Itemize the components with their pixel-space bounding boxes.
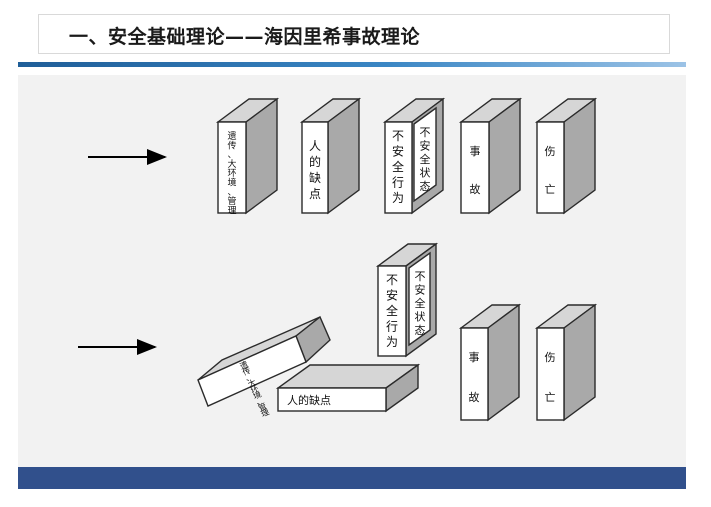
- domino-accident-bottom: [458, 303, 522, 422]
- fallen-domino-heredity: [197, 315, 331, 407]
- domino-personal-fault: [299, 97, 362, 215]
- svg-text:伤亡: 伤亡: [545, 351, 556, 404]
- label-injury-bottom: 伤亡: [545, 351, 556, 404]
- label-heredity: 遗传、大环境、管理: [227, 130, 236, 216]
- svg-text:遗传、大环境、管理: 遗传、大环境、管理: [238, 359, 271, 419]
- label-unsafe-act: 不安全行为: [392, 129, 404, 205]
- label-injury: 伤亡: [545, 145, 556, 196]
- svg-text:不安全状态: 不安全状态: [415, 270, 426, 337]
- svg-text:不安全状态: 不安全状态: [420, 126, 431, 193]
- svg-text:事故: 事故: [470, 145, 481, 196]
- title-box: 一、安全基础理论——海因里希事故理论: [38, 14, 670, 54]
- domino-heredity: [215, 97, 280, 215]
- label-accident-bottom: 事故: [469, 351, 480, 404]
- domino-unsafe-act-bottom: [375, 242, 439, 358]
- label-fallen-heredity: 遗传、大环境、管理: [238, 359, 271, 419]
- svg-text:事故: 事故: [469, 351, 480, 404]
- label-personal-fault: 人的缺点: [309, 139, 321, 201]
- label-unsafe-condition: 不安全状态: [420, 126, 431, 193]
- svg-text:不安全行为: 不安全行为: [392, 129, 404, 205]
- label-fallen-personal-fault: 人的缺点: [287, 393, 331, 407]
- slide-title: 一、安全基础理论——海因里希事故理论: [69, 26, 421, 48]
- domino-accident: [458, 97, 523, 215]
- domino-injury: [534, 97, 598, 215]
- svg-text:人的缺点: 人的缺点: [309, 139, 321, 201]
- domino-unsafe-act: [382, 97, 446, 215]
- fallen-domino-personal-fault: [275, 363, 421, 413]
- footer-bar: [18, 467, 686, 489]
- label-unsafe-condition-bottom: 不安全状态: [415, 270, 426, 337]
- svg-text:不安全行为: 不安全行为: [386, 273, 398, 349]
- label-accident: 事故: [470, 145, 481, 196]
- header-rule: [18, 62, 686, 67]
- label-unsafe-act-bottom: 不安全行为: [386, 273, 398, 349]
- svg-text:伤亡: 伤亡: [545, 145, 556, 196]
- domino-injury-bottom: [534, 303, 598, 422]
- svg-text:遗传、大环境、管理: 遗传、大环境、管理: [227, 130, 236, 216]
